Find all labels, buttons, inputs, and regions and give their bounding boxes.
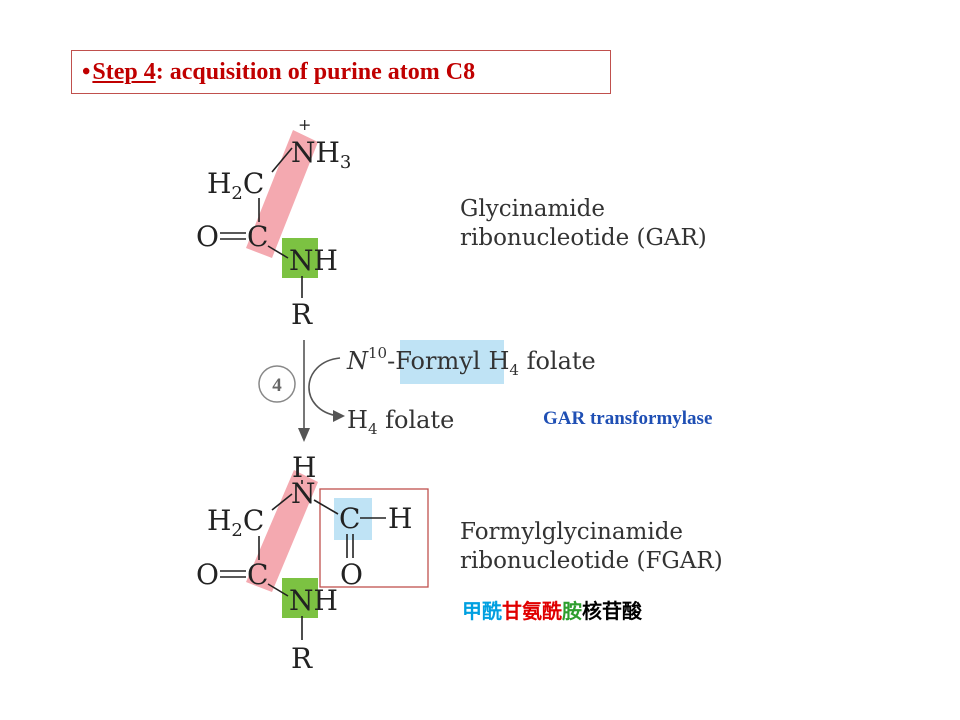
gar-glycine-highlight: [246, 130, 318, 258]
cofactor-out: H4 folate: [347, 406, 454, 438]
chinese-name-part-ribonucleotide: 核苷酸: [582, 599, 642, 623]
fgar-h-top: H: [292, 451, 316, 484]
fgar-r: R: [291, 642, 313, 675]
title-step-label: Step 4: [92, 58, 156, 85]
fgar-formyl-h: H: [388, 502, 412, 535]
enzyme-label: GAR transformylase: [543, 408, 713, 429]
gar-bond-c-nh: [267, 245, 289, 259]
gar-n-top: NH3: [291, 136, 351, 173]
fgar-formyl-o: O: [340, 558, 363, 591]
fgar-formyl-c: C: [339, 502, 360, 535]
cofactor-curved-arrow: [308, 357, 341, 417]
fgar-nh: NH: [289, 584, 338, 617]
fgar-formyl-highlight: [334, 498, 372, 540]
fgar-h2c: H2C: [207, 504, 264, 541]
gar-nh: NH: [289, 244, 338, 277]
chinese-name-part-formyl: 甲酰: [462, 599, 502, 623]
title-box: • Step 4 : acquisition of purine atom C8: [71, 50, 611, 94]
fgar-bond-c-nh: [267, 583, 289, 597]
formyl-highlight: [400, 340, 504, 384]
step-number: 4: [272, 375, 282, 396]
fgar-bond-n-c: [313, 499, 339, 515]
reaction-arrowhead: [298, 428, 310, 442]
fgar-name-line2: ribonucleotide (FGAR): [460, 548, 723, 574]
gar-plus: +: [298, 115, 311, 134]
gar-o: O: [196, 220, 219, 253]
fgar-name-line1: Formylglycinamide: [460, 519, 683, 545]
gar-name-line2: ribonucleotide (GAR): [460, 225, 707, 251]
gar-h2c: H2C: [207, 167, 264, 204]
gar-c2: C: [247, 220, 268, 253]
title-bullet: •: [82, 58, 91, 85]
title-rest: : acquisition of purine atom C8: [155, 58, 476, 85]
fgar-o: O: [196, 558, 219, 591]
fgar-c2: C: [247, 558, 268, 591]
fgar-formyl-box: [319, 488, 429, 588]
fgar-glycine-highlight: [246, 470, 318, 592]
step-number-circle: [258, 365, 296, 403]
fgar-nh-highlight: [282, 578, 318, 618]
chinese-name: 甲酰甘氨酰胺核苷酸: [462, 595, 642, 624]
chinese-name-part-amide: 胺: [562, 599, 582, 623]
gar-r: R: [291, 298, 313, 331]
fgar-bond-c-n: [271, 493, 293, 511]
chinese-name-part-glycyl: 甘氨酰: [502, 599, 562, 623]
gar-bond-c-n: [271, 147, 293, 173]
cofactor-curved-arrowhead: [333, 410, 345, 422]
gar-name-line1: Glycinamide: [460, 196, 605, 222]
fgar-n: N: [291, 477, 316, 510]
